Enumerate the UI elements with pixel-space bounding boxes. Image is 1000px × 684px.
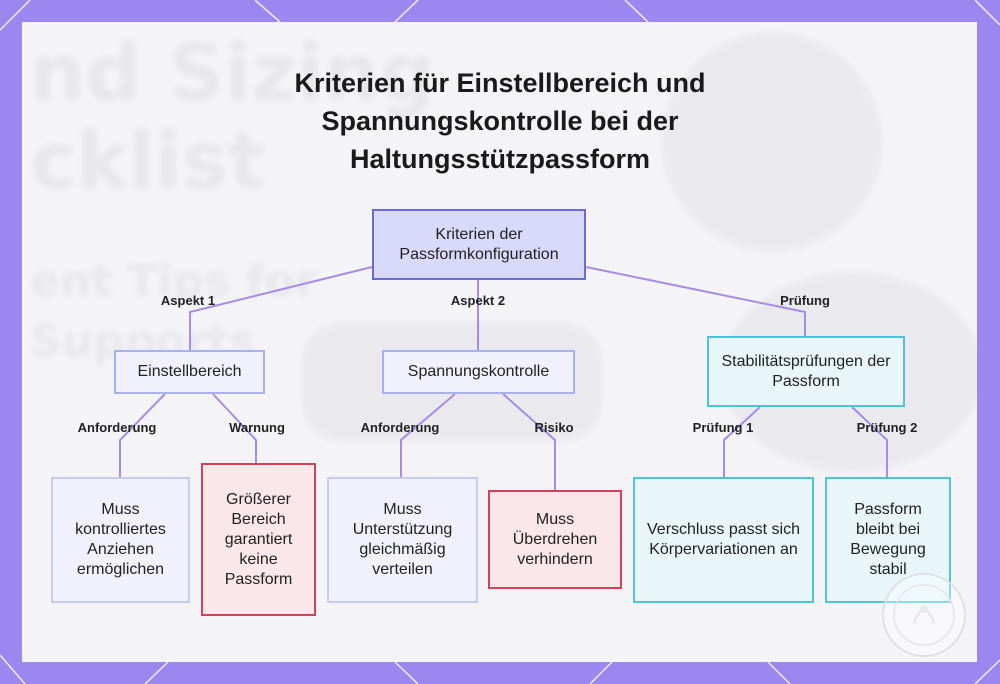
leaf-unterstuetzung-verteilen: Muss Unterstützung gleichmäßig verteilen xyxy=(327,477,478,603)
leaf-groesserer-bereich: Größerer Bereich garantiert keine Passfo… xyxy=(201,463,316,616)
edge-label-aspekt-2: Aspekt 2 xyxy=(450,293,506,308)
edge-label-pruefung-1: Prüfung 1 xyxy=(692,420,754,435)
node-root: Kriterien der Passformkonfiguration xyxy=(372,209,586,280)
leaf-ueberdrehen-verhindern: Muss Überdrehen verhindern xyxy=(488,490,622,589)
node-einstellbereich: Einstellbereich xyxy=(114,350,265,394)
edge-stabilitaet-leaf2 xyxy=(851,406,888,477)
edge-label-warnung: Warnung xyxy=(229,420,285,435)
edge-label-anforderung-1: Anforderung xyxy=(77,420,157,435)
edge-spannung-leaf2 xyxy=(502,393,556,490)
logo-icon xyxy=(893,584,955,646)
edge-spannung-leaf1 xyxy=(400,393,456,477)
logo-badge xyxy=(882,573,966,657)
edge-einstellbereich-leaf1 xyxy=(119,393,166,477)
edge-label-pruefung: Prüfung xyxy=(780,293,830,308)
node-stabilitaetspruefungen: Stabilitätsprüfungen der Passform xyxy=(707,336,905,407)
leaf-verschluss-passt: Verschluss passt sich Körpervariationen … xyxy=(633,477,814,603)
edge-einstellbereich-leaf2 xyxy=(212,393,257,463)
edge-root-stabilitaet xyxy=(585,266,806,336)
edge-label-risiko: Risiko xyxy=(534,420,574,435)
edge-stabilitaet-leaf1 xyxy=(723,406,761,477)
edge-root-einstellbereich xyxy=(189,266,373,350)
node-spannungskontrolle: Spannungskontrolle xyxy=(382,350,575,394)
leaf-kontrolliertes-anziehen: Muss kontrolliertes Anziehen ermöglichen xyxy=(51,477,190,603)
diagram-title: Kriterien für Einstellbereich und Spannu… xyxy=(294,68,706,174)
edge-label-aspekt-1: Aspekt 1 xyxy=(160,293,216,308)
edge-label-anforderung-2: Anforderung xyxy=(360,420,440,435)
edge-label-pruefung-2: Prüfung 2 xyxy=(856,420,918,435)
